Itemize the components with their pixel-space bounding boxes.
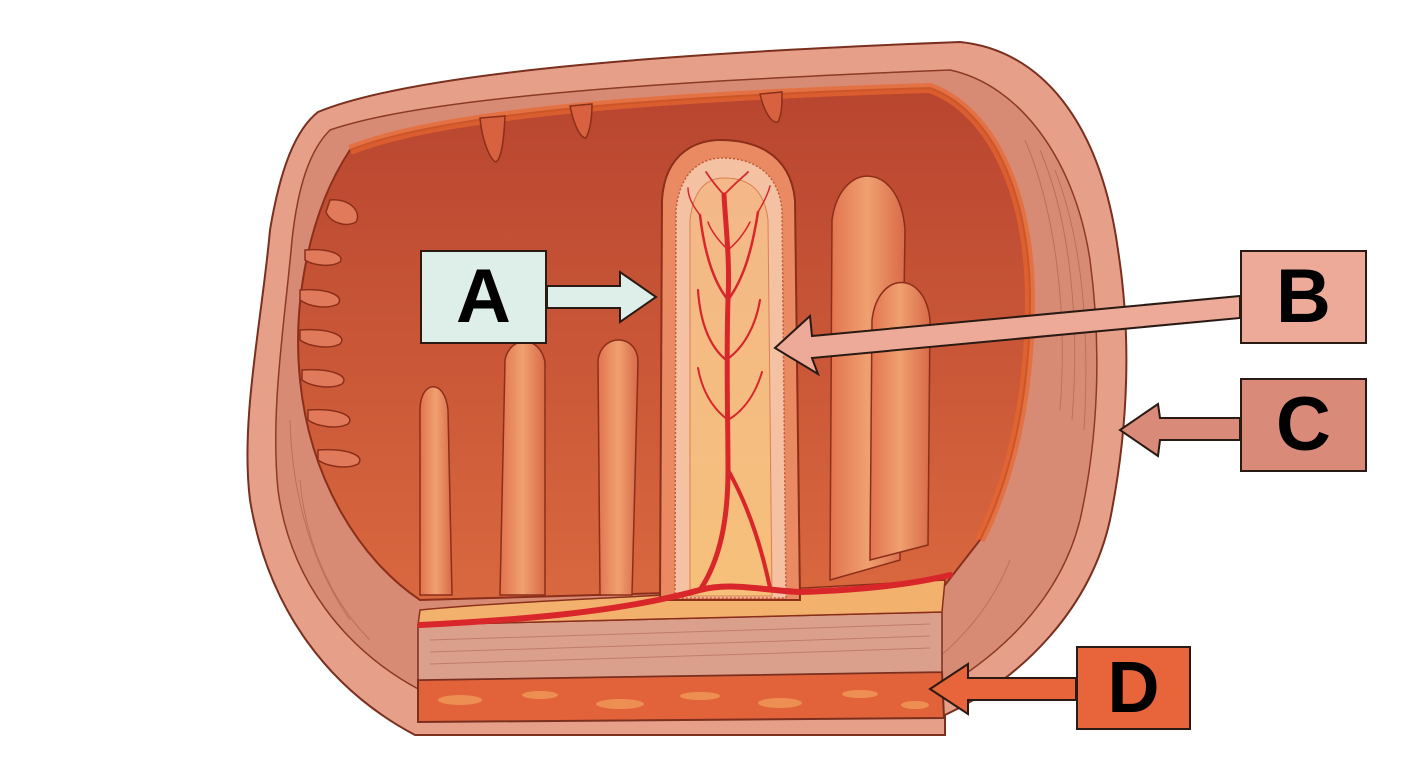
mucosal-folds-top [479, 91, 783, 163]
arrow-left-icon [1118, 402, 1241, 458]
label-a-box: A [420, 250, 547, 344]
arrow-left-icon [773, 294, 1241, 377]
label-c-box: C [1240, 378, 1367, 472]
arrow-d [928, 662, 1077, 716]
label-b-text: B [1276, 254, 1331, 339]
muscle-fibers [289, 139, 1087, 666]
villus-core [689, 177, 773, 597]
mucosa-rim [348, 82, 1036, 543]
arrow-left-icon [928, 662, 1077, 716]
label-c-text: C [1276, 382, 1331, 467]
arrow-b [773, 294, 1241, 377]
arrow-c [1118, 402, 1241, 458]
arrow-right-icon [546, 270, 658, 324]
label-a-text: A [456, 254, 511, 339]
mucosal-folds-left [299, 199, 361, 468]
submucosa-texture [438, 690, 929, 709]
label-b-box: B [1240, 250, 1367, 344]
capillary-network [417, 171, 953, 628]
label-d-text: D [1107, 648, 1160, 728]
arrow-a [546, 270, 658, 324]
label-d-box: D [1076, 646, 1191, 730]
